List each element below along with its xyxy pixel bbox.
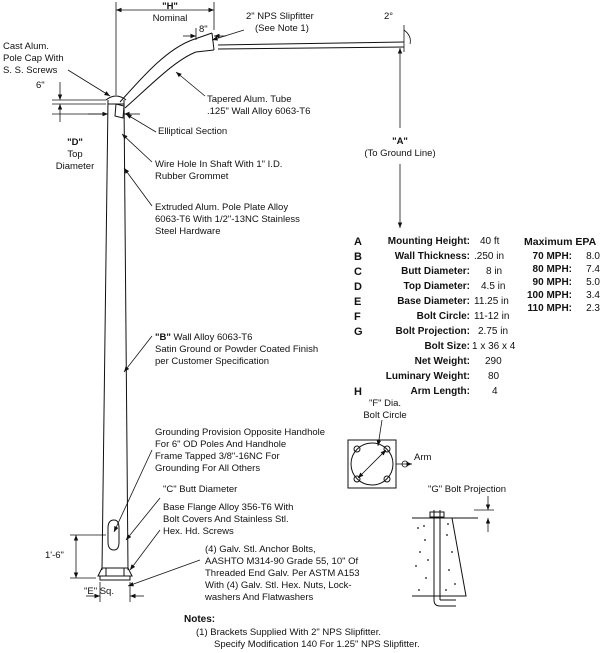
callout-cap-3: S. S. Screws (3, 65, 58, 76)
callout-slipfitter-1: 2" NPS Slipfitter (246, 11, 314, 22)
callout-tube-1: Tapered Alum. Tube (207, 94, 292, 105)
dim-6in: 6" (36, 80, 45, 91)
dim-a-sub: (To Ground Line) (364, 148, 436, 159)
dim-h-label: "H" (162, 1, 178, 12)
callout-anchor-2: AASHTO M314-90 Grade 55, 10" Of (205, 556, 359, 567)
slipfitter (217, 41, 405, 46)
spec-row: Bolt Size:1 x 36 x 4 (424, 341, 516, 352)
pole-shaft (101, 95, 129, 571)
dim-c-label: "C" Butt Diameter (163, 484, 238, 495)
leader-lines (67, 29, 245, 587)
callout-b-1: "B" Wall Alloy 6063-T6 (155, 332, 252, 344)
callout-cap-2: Pole Cap With (3, 53, 64, 64)
dim-f-label: "F" Dia. (368, 398, 402, 409)
epa-row: 70 MPH:8.0 (532, 251, 600, 262)
epa-row: 80 MPH:7.4 (532, 264, 600, 275)
callout-cap-1: Cast Alum. (3, 41, 49, 52)
callout-ground-1: Grounding Provision Opposite Handhole (155, 427, 326, 438)
callout-b-prefix: "B" (155, 332, 171, 343)
dim-1-6: 1'-6" (45, 550, 64, 561)
dim-2deg: 2° (384, 11, 394, 22)
dim-g-label: "G" Bolt Projection (428, 484, 507, 495)
base-flange (97, 567, 133, 577)
dim-a-label: "A" (392, 136, 408, 147)
callout-b-2: Satin Ground or Powder Coated Finish (155, 344, 319, 355)
callout-anchor-4: With (4) Galv. Stl. Hex. Nuts, Lock- (205, 580, 352, 591)
spec-row: Luminary Weight:80 (385, 371, 500, 382)
callout-wire-2: Rubber Grommet (155, 171, 229, 182)
dim-arm: Arm (414, 452, 432, 463)
dim-e-sq: "E" Sq. (84, 586, 114, 597)
spec-row: Net Weight:290 (414, 356, 502, 367)
dim-8in: 8" (199, 24, 208, 35)
epa-row: 110 MPH:2.3 (527, 303, 600, 314)
bolt-projection-detail (412, 496, 494, 607)
callout-wire-1: Wire Hole In Shaft With 1" I.D. (155, 159, 283, 170)
notes-title: Notes: (184, 614, 216, 625)
dim-d-top: Top (67, 149, 83, 160)
callout-b-3: per Customer Specification (155, 356, 270, 367)
callout-plate-3: Steel Hardware (155, 226, 221, 237)
notes-line-2: Specify Modification 140 For 1.25" NPS S… (214, 639, 420, 650)
epa-row: 100 MPH:3.4 (526, 290, 600, 301)
dim-h-nominal: Nominal (152, 13, 188, 24)
callout-anchor-3: Threaded End Galv. Per ASTM A153 (205, 568, 360, 579)
handhole (107, 519, 120, 551)
elliptical-section (114, 103, 125, 119)
callout-plate-1: Extruded Alum. Pole Plate Alloy (155, 202, 289, 213)
callout-b-text: Wall Alloy 6063-T6 (170, 332, 253, 343)
epa-title: Maximum EPA (524, 236, 597, 248)
callout-elliptical: Elliptical Section (158, 126, 228, 137)
notes-line-1: (1) Brackets Supplied With 2" NPS Slipfi… (196, 627, 381, 638)
base-plate (99, 575, 131, 581)
dim-f-sub: Bolt Circle (363, 410, 407, 421)
bolt-circle-detail (347, 419, 412, 489)
callout-flange-1: Base Flange Alloy 356-T6 With (163, 502, 294, 513)
callout-ground-3: Frame Tapped 3/8"-16NC For (155, 451, 280, 462)
callout-tube-2: .125" Wall Alloy 6063-T6 (207, 106, 311, 117)
callout-anchor-5: washers And Flatwashers (205, 592, 314, 603)
callout-anchor-1: (4) Galv. Stl. Anchor Bolts, (205, 544, 316, 555)
callout-slipfitter-2: (See Note 1) (255, 23, 309, 34)
callout-flange-2: Bolt Covers And Stainless Stl. (163, 514, 289, 525)
callout-ground-4: Grounding For All Others (155, 463, 261, 474)
callout-ground-2: For 6" OD Poles And Handhole (155, 439, 287, 450)
dim-d-label: "D" (67, 137, 83, 148)
epa-row: 90 MPH:5.0 (532, 277, 600, 288)
dim-d-diameter: Diameter (55, 161, 95, 172)
callout-plate-2: 6063-T6 With 1/2"-13NC Stainless (155, 214, 300, 225)
callout-flange-3: Hex. Hd. Screws (163, 526, 234, 537)
tapered-arm (119, 32, 215, 109)
